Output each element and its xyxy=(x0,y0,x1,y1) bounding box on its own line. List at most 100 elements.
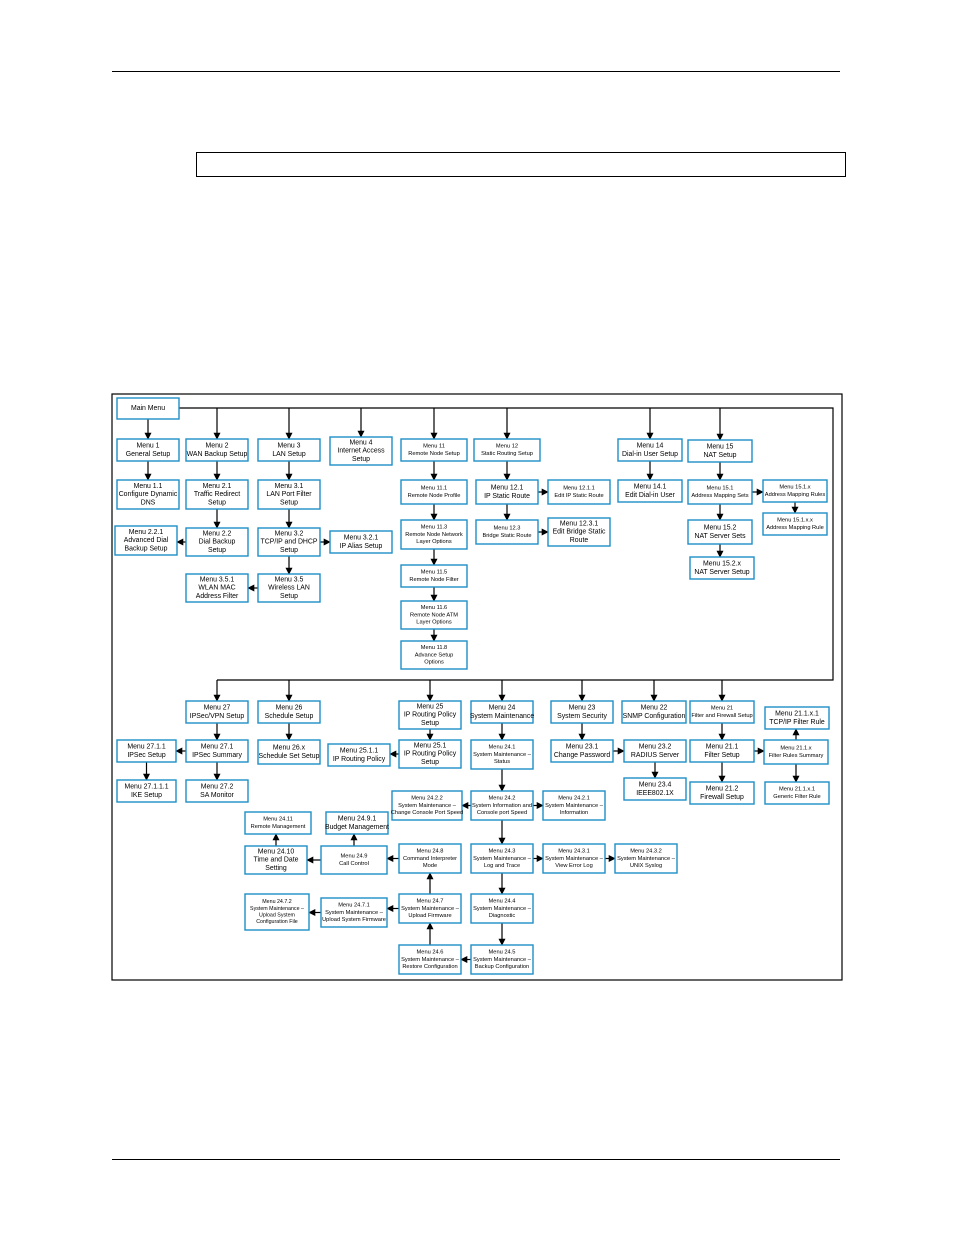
menu-node-line: Setup xyxy=(352,456,370,463)
menu-node-box xyxy=(470,790,534,821)
menu-node-box xyxy=(473,438,541,462)
menu-node-line: Remote Node Filter xyxy=(409,577,458,583)
menu-node-box xyxy=(547,479,611,505)
menu-node-line: Menu 14 xyxy=(637,443,664,450)
menu-node-line: Menu 24.5 xyxy=(489,950,516,956)
menu-node-box xyxy=(257,739,321,765)
menu-node-box xyxy=(400,564,468,588)
menu-node-box xyxy=(116,479,180,510)
menu-node-line: WLAN MAC xyxy=(198,585,235,592)
menu-node-line: Menu 24.3.2 xyxy=(630,849,662,855)
menu-node-line: Configuration File xyxy=(256,919,298,925)
menu-node-line: Address Mapping Sets xyxy=(691,493,748,499)
menu-node-line: Menu 12.3.1 xyxy=(560,520,598,527)
menu-node-line: WAN Backup Setup xyxy=(187,451,248,458)
menu-node-box xyxy=(185,479,249,510)
menu-node-line: Menu 2.2 xyxy=(203,530,232,537)
menu-node-line: IP Routing Policy xyxy=(333,756,386,763)
menu-node-box xyxy=(400,438,468,462)
menu-node-line: Menu 24.3.1 xyxy=(558,849,590,855)
menu-node-line: Menu 3.5.1 xyxy=(200,576,235,583)
menu-node-line: Generic Filter Rule xyxy=(773,794,820,800)
menu-node-line: Layer Options xyxy=(416,619,452,625)
menu-node-line: Time and Date xyxy=(254,857,299,864)
menu-node-line: Internet Access xyxy=(337,448,385,455)
menu-node-line: Menu 26.x xyxy=(273,745,306,752)
menu-node-m12-1: Menu 12.1IP Static Route xyxy=(475,479,539,505)
menu-node-line: Menu 21.2 xyxy=(706,786,739,793)
menu-node-line: Mode xyxy=(423,863,437,869)
menu-node-line: Remote Management xyxy=(251,824,306,830)
menu-node-box xyxy=(470,893,534,924)
menu-node-line: Menu 21.1.x.1 xyxy=(775,711,819,718)
menu-node-box xyxy=(398,700,462,730)
menu-node-box xyxy=(391,790,463,821)
menu-node-line: Menu 15.2 xyxy=(704,525,737,532)
menu-node-line: Setup xyxy=(208,500,226,507)
menu-node-box xyxy=(329,436,393,466)
menu-node-line: Menu 11 xyxy=(423,444,445,450)
menu-node-line: Filter Setup xyxy=(704,752,739,759)
menu-node-line: Console port Speed xyxy=(477,810,527,816)
menu-node-line: IEEE802.1X xyxy=(636,790,674,797)
menu-node-line: Firewall Setup xyxy=(700,794,744,801)
menu-node-line: Menu 3.2.1 xyxy=(344,535,379,542)
menu-node-line: Menu 24 xyxy=(489,705,516,712)
main-bus-line xyxy=(179,407,834,681)
menu-node-box xyxy=(320,845,388,875)
menu-node-line: Information xyxy=(560,810,588,816)
menu-node-line: IPSec Summary xyxy=(192,752,242,759)
menu-node-line: Schedule Setup xyxy=(265,713,314,720)
menu-node-line: Menu 12.1 xyxy=(491,485,524,492)
menu-node-line: Menu 4 xyxy=(350,439,373,446)
menu-node-line: Edit Bridge Static xyxy=(553,529,606,536)
menu-node-line: Menu 27.1.1 xyxy=(127,744,165,751)
menu-node-box xyxy=(689,739,755,763)
menu-node-line: Menu 15.1.x xyxy=(779,485,810,491)
menu-node-line: Backup Configuration xyxy=(475,964,529,970)
menu-node-line: Dial Backup xyxy=(199,539,236,546)
menu-node-line: Menu 23.1 xyxy=(566,744,599,751)
menu-node-line: Setup xyxy=(421,759,439,766)
menu-node-line: Traffic Redirect xyxy=(194,491,240,498)
menu-node-line: Menu 25.1 xyxy=(414,742,447,749)
menu-node-line: Configure Dynamic xyxy=(119,491,178,498)
menu-node-line: SA Monitor xyxy=(200,792,234,799)
menu-node-line: Filter Rules Summary xyxy=(769,753,824,759)
menu-node-line: View Error Log xyxy=(555,863,593,869)
menu-node-line: Menu 11.3 xyxy=(421,525,447,531)
menu-node-line: Dial-in User Setup xyxy=(622,451,678,458)
menu-node-line: Menu 24.2 xyxy=(489,796,516,802)
menu-node-box xyxy=(763,739,829,765)
menu-node-box xyxy=(470,739,534,770)
menu-node-line: Address Filter xyxy=(196,593,239,600)
menu-node-line: Upload Firmware xyxy=(408,913,451,919)
menu-node-line: Menu 24.11 xyxy=(263,817,293,823)
menu-node-line: Menu 15.2.x xyxy=(703,561,741,568)
menu-node-line: IPSec/VPN Setup xyxy=(190,713,245,720)
menu-node-line: Setup xyxy=(421,720,439,727)
menu-node-m27-2: Menu 27.2SA Monitor xyxy=(185,779,249,803)
menu-node-line: Menu 1 xyxy=(137,443,160,450)
menu-node-line: Menu 11.6 xyxy=(421,605,447,611)
